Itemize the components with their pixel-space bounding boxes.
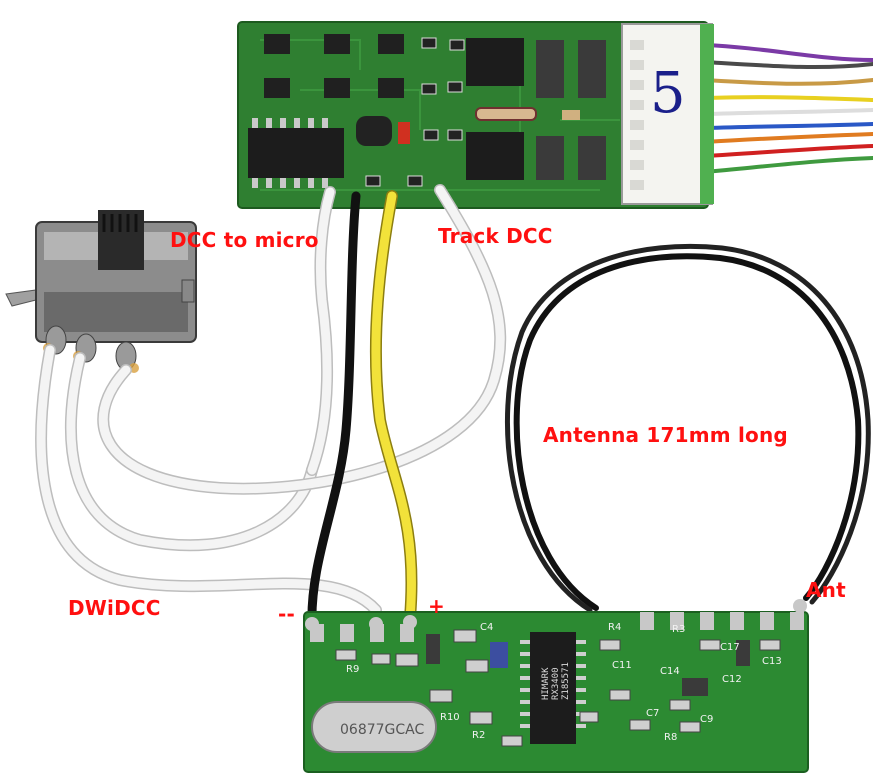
ant-label: Ant	[806, 578, 846, 602]
svg-text:C9: C9	[700, 714, 713, 725]
slide-switch	[5, 210, 197, 373]
svg-text:C7: C7	[646, 708, 659, 719]
plus-label: +	[428, 594, 445, 618]
svg-text:C4: C4	[480, 622, 493, 633]
svg-text:C17: C17	[720, 642, 740, 653]
minus-label: --	[278, 602, 296, 626]
dcc-to-micro-label: DCC to micro	[170, 228, 319, 252]
svg-text:R4: R4	[608, 622, 621, 633]
svg-text:R2: R2	[472, 730, 485, 741]
svg-text:C11: C11	[612, 660, 632, 671]
connector-block: 5	[621, 23, 714, 205]
decoder-board: 5	[237, 21, 714, 209]
track-dcc-label: Track DCC	[438, 224, 553, 248]
ic-chip-mid-right	[466, 132, 524, 180]
harness-wires	[703, 43, 873, 174]
svg-text:C12: C12	[722, 674, 742, 685]
crystal-marking: 06877GCAC	[340, 722, 424, 738]
svg-text:R10: R10	[440, 712, 460, 723]
svg-text:C13: C13	[762, 656, 782, 667]
crystal: 06877GCAC	[311, 701, 437, 753]
svg-text:R3: R3	[672, 624, 685, 635]
antenna-wire	[504, 243, 871, 613]
ic-chip-left	[248, 118, 344, 188]
dwidcc-label: DWiDCC	[68, 596, 161, 620]
positive-wire	[369, 190, 418, 624]
svg-text:R9: R9	[346, 664, 359, 675]
ic-chip-top-right	[466, 38, 524, 86]
receiver-chip: HIMARKRX3400Z185571	[520, 632, 586, 744]
negative-wire	[307, 191, 361, 629]
svg-text:C14: C14	[660, 666, 680, 677]
transistor-group	[264, 34, 404, 98]
svg-text:R8: R8	[664, 732, 677, 743]
antenna-length-label: Antenna 171mm long	[543, 423, 788, 447]
receiver-board: 06877GCAC HIMARKRX3400Z185571	[303, 599, 809, 773]
handwritten-number: 5	[650, 61, 686, 126]
chip-marking: HIMARKRX3400Z185571	[541, 662, 571, 700]
